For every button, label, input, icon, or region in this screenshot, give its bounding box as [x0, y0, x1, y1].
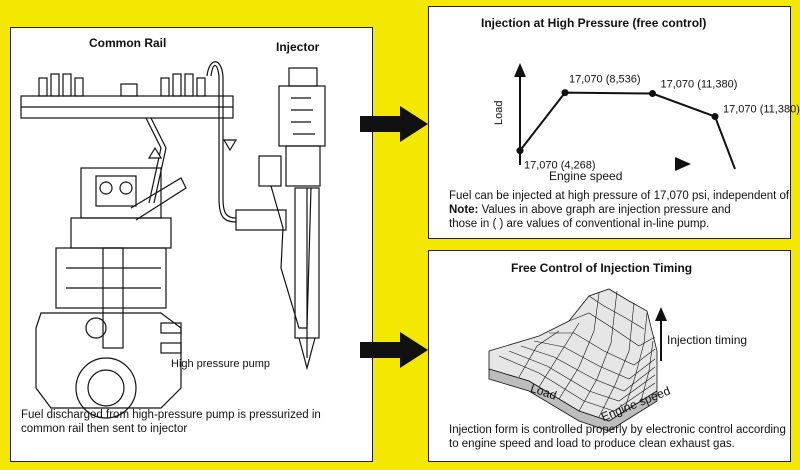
pressure-point — [561, 89, 569, 97]
pressure-point-label: 17,070 (11,380) — [661, 79, 738, 91]
pressure-caption-line-1: Fuel can be injected at high pressure of… — [449, 190, 790, 202]
left-caption-line-1: Fuel discharged from high-pressure pump … — [21, 409, 321, 421]
timing-caption-line-1: Injection form is controlled properly by… — [449, 424, 786, 436]
x-axis-arrowhead — [675, 157, 691, 171]
y-axis-label: Load — [493, 100, 505, 125]
high-pressure-pump — [35, 167, 187, 419]
pressure-panel: Injection at High Pressure (free control… — [428, 6, 800, 239]
pressure-panel-title: Injection at High Pressure (free control… — [481, 16, 707, 30]
pump-label: High pressure pump — [171, 358, 271, 370]
arrow-to-pressure-panel — [360, 106, 428, 142]
pressure-chart: 17,070 (4,268) 17,070 (8,536) 17,070 (11,3… — [514, 63, 800, 172]
arrow-to-timing-panel — [360, 332, 428, 368]
injection-surface — [488, 288, 658, 432]
left-caption: Fuel discharged from high-pressure pump … — [21, 408, 321, 436]
pump-to-rail-pipe — [145, 117, 162, 204]
note-text: Values in above graph are injection pres… — [478, 204, 731, 216]
x-axis-label: Engine speed — [549, 169, 623, 183]
timing-panel: Free Control of Injection Timing — [428, 250, 791, 462]
timing-axis-label: Injection timing — [667, 333, 748, 347]
note-label: Note: — [449, 204, 479, 216]
timing-caption: Injection form is controlled properly by… — [449, 423, 786, 451]
pressure-point — [649, 90, 656, 98]
timing-panel-title: Free Control of Injection Timing — [511, 261, 693, 275]
pressure-point — [711, 113, 719, 121]
y-axis-arrowhead — [514, 63, 526, 77]
pressure-caption: Fuel can be injected at high pressure of… — [449, 189, 789, 231]
timing-caption-line-2: to engine speed and load to produce clea… — [449, 438, 735, 450]
rail-to-injector-pipe — [206, 61, 237, 219]
timing-surface-plot — [488, 288, 667, 432]
common-rail-label: Common Rail — [89, 36, 167, 50]
pressure-point-label: 17,070 (11,380) — [723, 104, 800, 116]
common-rail-panel: Common Rail Injector — [10, 27, 373, 462]
timing-axis-arrowhead — [655, 307, 667, 321]
pressure-caption-line-2: Note: Values in above graph are injectio… — [449, 203, 789, 217]
injector-body — [235, 67, 326, 371]
injector-label: Injector — [276, 40, 320, 54]
left-caption-line-2: common rail then sent to injector — [21, 423, 188, 435]
pressure-point-label: 17,070 (4,268) — [524, 160, 596, 172]
pressure-caption-line-3: those in ( ) are values of conventional … — [449, 218, 710, 230]
rail-fittings — [38, 73, 206, 97]
common-rail-system-drawing — [20, 61, 326, 419]
pressure-point-label: 17,070 (8,536) — [569, 74, 641, 86]
pressure-point — [516, 147, 524, 155]
pressure-series-line — [519, 91, 736, 170]
